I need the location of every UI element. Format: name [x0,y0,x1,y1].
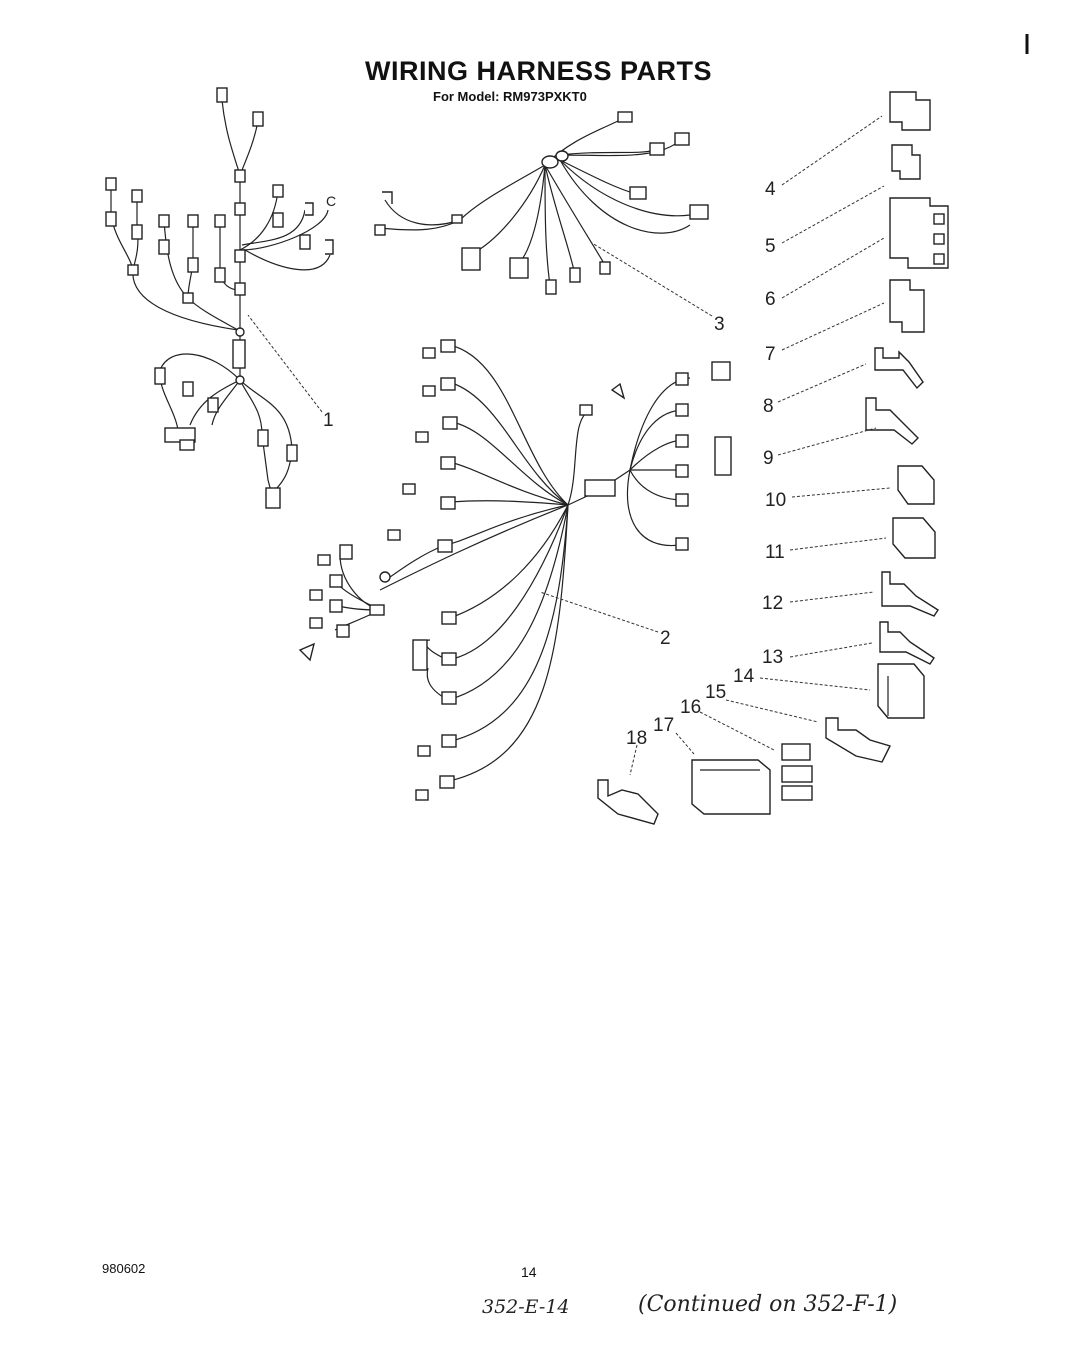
callout-10: 10 [765,490,786,511]
part-4-illustration [889,91,931,131]
part-5-illustration [891,144,921,180]
callout-12: 12 [762,593,783,614]
part-17-illustration [691,759,771,815]
part-18-illustration [597,779,659,825]
callout-1: 1 [323,410,334,431]
part-9-illustration [865,397,919,445]
harness-3-illustration [374,111,709,295]
handwritten-section-ref: 352-E-14 [482,1296,570,1318]
part-13-illustration [879,621,935,665]
part-12-illustration [881,571,939,617]
callout-18: 18 [626,728,647,749]
callout-5: 5 [765,236,776,257]
callout-6: 6 [765,289,776,310]
callout-15: 15 [705,682,726,703]
callout-14: 14 [733,666,755,687]
part-14-illustration [877,663,925,719]
callout-2: 2 [660,628,671,649]
part-10-illustration [897,465,935,505]
part-15-illustration [825,717,891,763]
page-title: WIRING HARNESS PARTS [365,56,713,86]
document-number: 980602 [102,1261,146,1276]
callout-8: 8 [763,396,774,417]
callout-9: 9 [763,448,774,469]
part-8-illustration [874,347,924,390]
callout-7: 7 [765,344,776,365]
callout-11: 11 [765,542,785,563]
callout-4: 4 [765,179,776,200]
part-11-illustration [892,517,936,559]
callout-3: 3 [714,314,725,335]
harness-1-illustration: C [105,87,336,509]
model-subtitle: For Model: RM973PXKT0 [433,89,587,104]
part-7-illustration [889,279,925,333]
callout-13: 13 [762,647,783,668]
svg-text:C: C [326,193,336,209]
page-number: 14 [521,1264,537,1280]
handwritten-continued-note: (Continued on 352-F-1) [638,1292,898,1317]
harness-2-illustration [298,339,732,801]
callout-16: 16 [680,697,701,718]
callout-17: 17 [653,715,674,736]
part-16-illustration [781,743,813,801]
part-6-illustration [889,197,949,269]
leader-lines [247,115,891,776]
